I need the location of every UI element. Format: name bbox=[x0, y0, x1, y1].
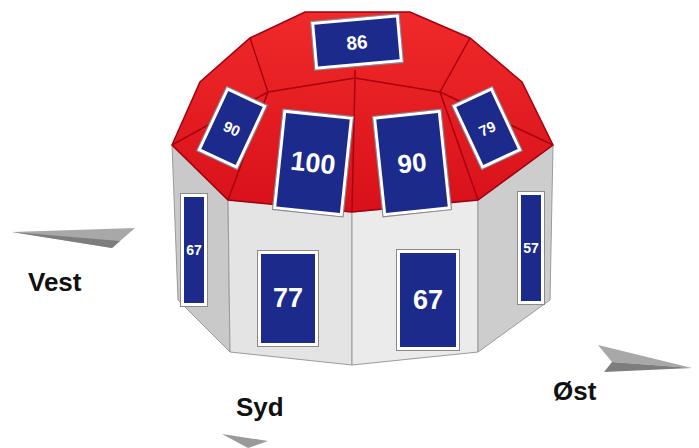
solar-panel: 77 bbox=[258, 251, 318, 346]
solar-panel: 57 bbox=[518, 192, 544, 304]
wall-face bbox=[352, 200, 478, 365]
solar-panel: 100 bbox=[273, 110, 353, 217]
panel-value: 90 bbox=[221, 118, 242, 139]
direction-label: Vest bbox=[28, 268, 82, 297]
panel-value: 77 bbox=[273, 285, 303, 312]
compass-arrow-shade bbox=[12, 232, 120, 248]
direction-label: Øst bbox=[553, 377, 596, 406]
panel-value: 100 bbox=[289, 147, 337, 179]
direction-label: Syd bbox=[236, 393, 284, 422]
solar-panel: 86 bbox=[311, 14, 403, 69]
compass-arrow bbox=[12, 228, 135, 248]
panel-value: 79 bbox=[476, 118, 497, 139]
solar-panel: 67 bbox=[181, 194, 207, 306]
panel-value: 67 bbox=[413, 287, 443, 314]
roof bbox=[172, 12, 553, 212]
panel-value: 67 bbox=[186, 243, 202, 257]
panel-value: 57 bbox=[523, 241, 539, 255]
solar-panel: 90 bbox=[373, 110, 451, 217]
wall-face bbox=[228, 200, 352, 365]
panel-value: 86 bbox=[346, 32, 369, 53]
compass-arrow-shade bbox=[604, 362, 692, 372]
compass-arrow bbox=[222, 434, 268, 448]
panel-value: 90 bbox=[396, 149, 427, 178]
solar-panel: 67 bbox=[397, 250, 459, 350]
